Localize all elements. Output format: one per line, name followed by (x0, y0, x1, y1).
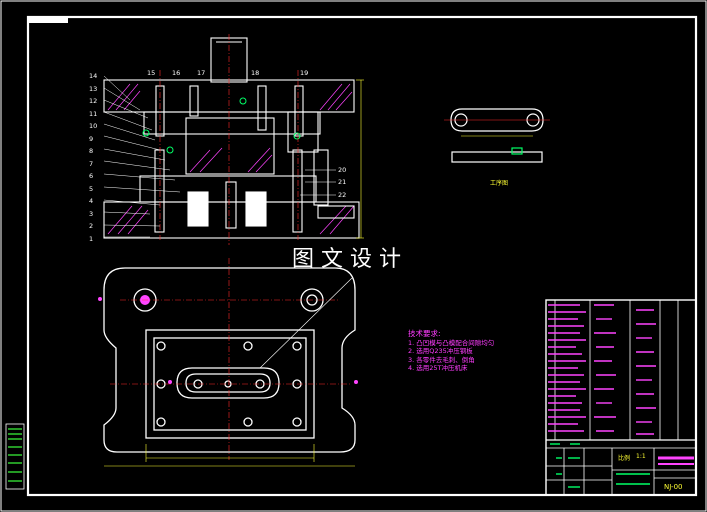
part-number: 11 (89, 109, 98, 118)
part-number: 18 (251, 69, 260, 77)
watermark-text: 图文设计 (292, 247, 409, 272)
lower-die-plate (139, 175, 317, 203)
drawing-number: NJ-00 (664, 483, 683, 491)
part-number: 16 (172, 69, 181, 77)
part-number: 21 (338, 178, 347, 186)
tech-req-item: 4. 选用25T冲压机床 (408, 363, 468, 372)
die-slot (176, 367, 280, 399)
scale-label: 比例 (618, 455, 631, 462)
part-number: 14 (89, 72, 98, 80)
part-number: 5 (89, 184, 94, 193)
process-view-label: 工序图 (490, 180, 509, 187)
left-margin-strip (5, 423, 25, 490)
part-number: 7 (89, 159, 94, 168)
tech-req-item: 3. 各零件去毛刺、倒角 (408, 355, 475, 364)
scale-value: 1:1 (636, 453, 646, 460)
part-number: 8 (89, 147, 94, 155)
parts-list-rows (548, 304, 694, 488)
punch-block (185, 117, 275, 175)
tech-req-item: 1. 凸凹模与凸模配合间隙均匀 (408, 339, 495, 348)
part-number: 22 (338, 191, 347, 199)
corner-tab (28, 17, 68, 23)
part-number: 9 (89, 134, 94, 143)
plan-outline (103, 267, 356, 453)
part-number: 10 (89, 122, 98, 130)
part-number: 1 (89, 234, 94, 243)
technical-requirements: 技术要求: 1. 凸凹模与凸模配合间隙均匀 2. 选用Q235冲压钢板 3. 各… (408, 329, 495, 372)
die-plan-view (98, 258, 358, 467)
die-section-view (103, 34, 364, 245)
part-number: 17 (197, 69, 206, 77)
parts-list-table (545, 299, 697, 496)
tech-req-title: 技术要求: (408, 329, 441, 338)
part-number: 19 (300, 69, 309, 77)
part-number: 12 (89, 97, 98, 105)
part-number: 13 (89, 84, 98, 93)
part-number: 15 (147, 69, 156, 77)
drawing-frame (26, 15, 698, 497)
lower-die-base (103, 201, 360, 239)
process-part-view (444, 108, 550, 163)
upper-die-plate (103, 79, 355, 113)
part-numbers-left: 14 13 12 11 10 9 8 7 6 5 4 3 2 1 (89, 70, 97, 245)
part-number: 3 (89, 209, 94, 218)
part-number: 4 (89, 197, 94, 205)
tech-req-item: 2. 选用Q235冲压钢板 (408, 347, 473, 356)
part-number: 20 (338, 166, 347, 174)
part-number: 2 (89, 222, 94, 230)
part-number: 6 (89, 172, 94, 180)
